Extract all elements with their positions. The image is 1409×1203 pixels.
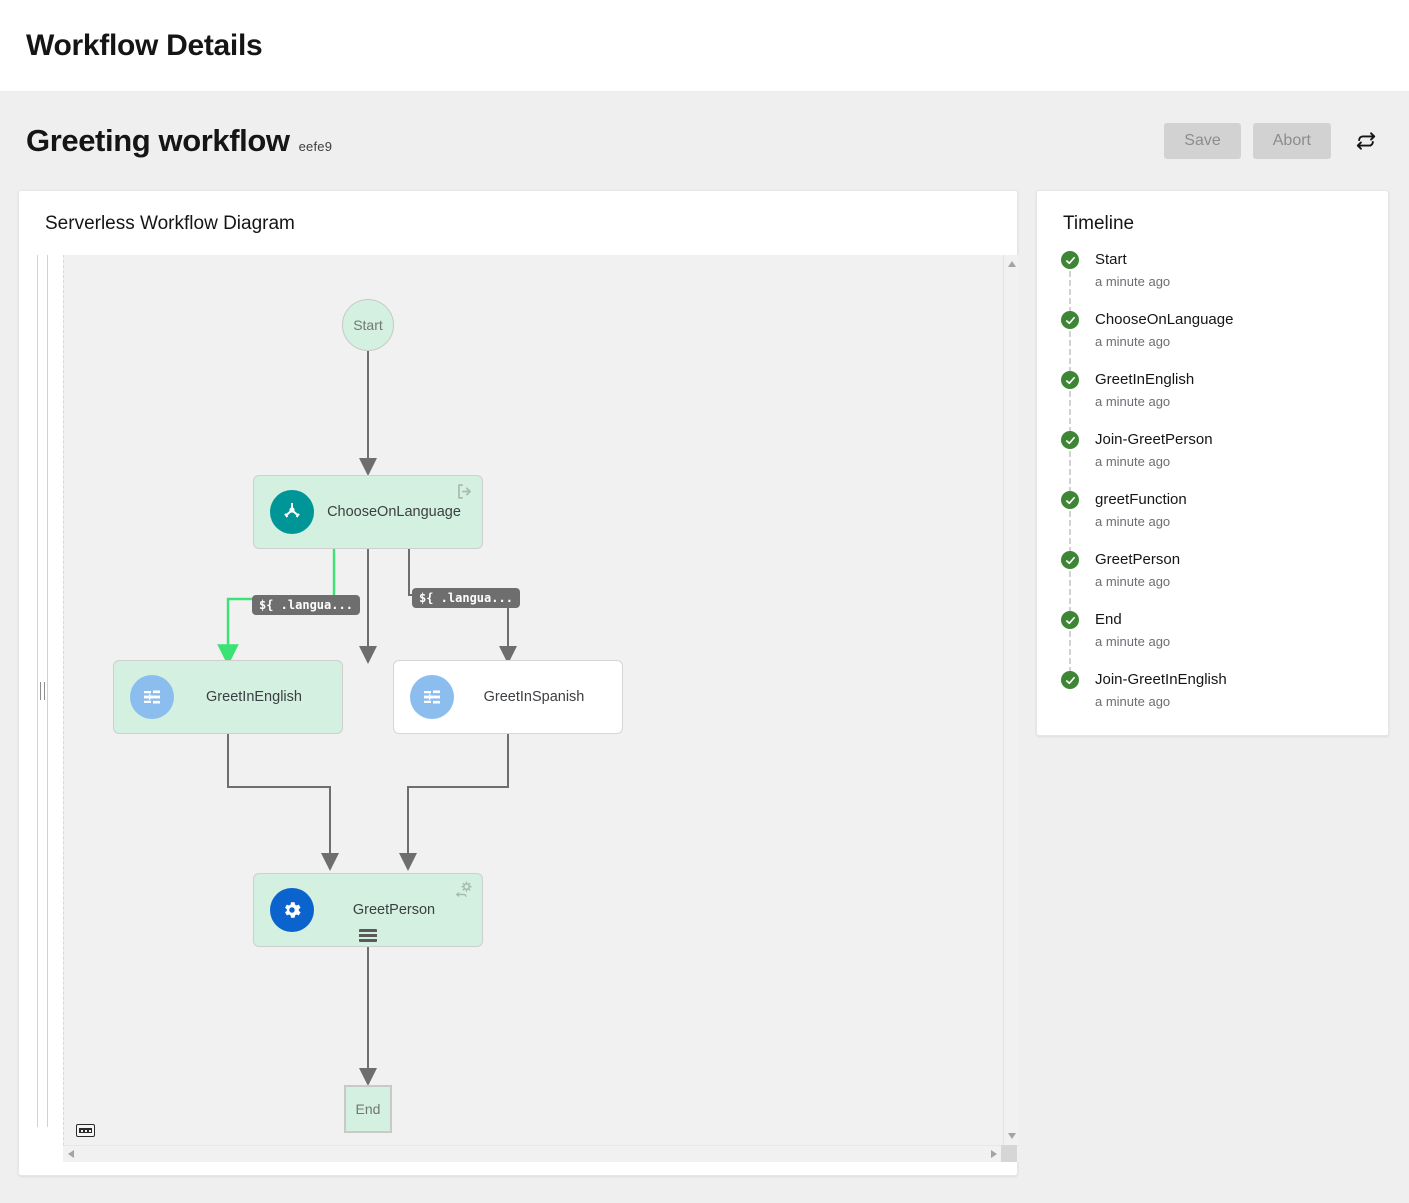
node-label: GreetInSpanish bbox=[483, 688, 585, 705]
panel-splitter-handle[interactable] bbox=[37, 255, 48, 1127]
node-greet-person[interactable]: GreetPerson bbox=[253, 873, 483, 947]
gear-icon bbox=[270, 888, 314, 932]
check-circle-icon bbox=[1061, 671, 1079, 689]
timeline-item-name: Start bbox=[1095, 251, 1127, 268]
timeline-list: Start a minute ago ChooseOnLanguage a mi… bbox=[1037, 251, 1388, 709]
list-item[interactable]: Start a minute ago bbox=[1059, 251, 1388, 313]
workflow-id: eefe9 bbox=[298, 139, 333, 154]
service-gear-icon bbox=[454, 880, 474, 905]
scroll-down-icon[interactable] bbox=[1008, 1133, 1016, 1139]
node-end[interactable]: End bbox=[344, 1085, 392, 1133]
end-node-label: End bbox=[344, 1085, 392, 1133]
timeline-item-time: a minute ago bbox=[1095, 334, 1171, 349]
inject-icon bbox=[410, 675, 454, 719]
list-item[interactable]: Join-GreetInEnglish a minute ago bbox=[1059, 671, 1388, 709]
diagram-panel: Serverless Workflow Diagram bbox=[18, 190, 1019, 1176]
scroll-up-icon[interactable] bbox=[1008, 261, 1016, 267]
check-circle-icon bbox=[1061, 491, 1079, 509]
list-item[interactable]: Join-GreetPerson a minute ago bbox=[1059, 431, 1388, 493]
workflow-header: Greeting workflow eefe9 Save Abort bbox=[0, 92, 1409, 190]
app-header: Workflow Details bbox=[0, 0, 1409, 92]
node-greet-in-english[interactable]: GreetInEnglish bbox=[113, 660, 343, 734]
timeline-item-name: ChooseOnLanguage bbox=[1095, 311, 1234, 328]
canvas-horizontal-scrollbar[interactable] bbox=[63, 1145, 1019, 1162]
list-item[interactable]: GreetPerson a minute ago bbox=[1059, 551, 1388, 613]
list-item[interactable]: greetFunction a minute ago bbox=[1059, 491, 1388, 553]
workflow-actions: Save Abort bbox=[1164, 123, 1383, 159]
node-start[interactable]: Start bbox=[342, 299, 394, 351]
node-greet-in-spanish[interactable]: GreetInSpanish bbox=[393, 660, 623, 734]
stack-icon[interactable] bbox=[359, 929, 377, 942]
scroll-right-icon[interactable] bbox=[991, 1150, 997, 1158]
timeline-item-time: a minute ago bbox=[1095, 694, 1171, 709]
workflow-name: Greeting workflow bbox=[26, 123, 290, 158]
edge-label-spanish: ${ .langua... bbox=[412, 588, 520, 608]
check-circle-icon bbox=[1061, 551, 1079, 569]
timeline-item-name: GreetPerson bbox=[1095, 551, 1181, 568]
node-label: ChooseOnLanguage bbox=[327, 503, 461, 520]
exit-icon bbox=[455, 482, 474, 506]
timeline-item-time: a minute ago bbox=[1095, 514, 1171, 529]
edge-label-english: ${ .langua... bbox=[252, 595, 360, 615]
timeline-title: Timeline bbox=[1063, 213, 1135, 234]
start-node-label: Start bbox=[342, 299, 394, 351]
keyboard-icon[interactable] bbox=[76, 1124, 95, 1137]
page-title: Workflow Details bbox=[26, 28, 263, 62]
timeline-item-name: Join-GreetInEnglish bbox=[1095, 671, 1227, 688]
node-label: GreetPerson bbox=[352, 901, 436, 918]
timeline-item-time: a minute ago bbox=[1095, 274, 1171, 289]
refresh-icon[interactable] bbox=[1349, 126, 1383, 156]
diagram-title: Serverless Workflow Diagram bbox=[45, 213, 295, 234]
scrollbar-corner bbox=[1001, 1145, 1017, 1162]
list-item[interactable]: End a minute ago bbox=[1059, 611, 1388, 673]
node-label: GreetInEnglish bbox=[206, 688, 302, 705]
check-circle-icon bbox=[1061, 611, 1079, 629]
timeline-item-name: GreetInEnglish bbox=[1095, 371, 1195, 388]
timeline-item-time: a minute ago bbox=[1095, 634, 1171, 649]
abort-button[interactable]: Abort bbox=[1252, 123, 1331, 159]
save-button[interactable]: Save bbox=[1164, 123, 1241, 159]
check-circle-icon bbox=[1061, 431, 1079, 449]
canvas-vertical-scrollbar[interactable] bbox=[1003, 255, 1019, 1145]
check-circle-icon bbox=[1061, 251, 1079, 269]
workflow-canvas[interactable]: Start Ch bbox=[63, 255, 1019, 1145]
timeline-item-name: greetFunction bbox=[1095, 491, 1187, 508]
timeline-item-time: a minute ago bbox=[1095, 574, 1171, 589]
timeline-panel: Timeline Start a minute ago ChooseOnLang… bbox=[1036, 190, 1389, 736]
timeline-item-time: a minute ago bbox=[1095, 394, 1171, 409]
check-circle-icon bbox=[1061, 371, 1079, 389]
node-choose-on-language[interactable]: ChooseOnLanguage bbox=[253, 475, 483, 549]
scroll-left-icon[interactable] bbox=[68, 1150, 74, 1158]
list-item[interactable]: GreetInEnglish a minute ago bbox=[1059, 371, 1388, 433]
check-circle-icon bbox=[1061, 311, 1079, 329]
branch-icon bbox=[270, 490, 314, 534]
timeline-item-name: End bbox=[1095, 611, 1122, 628]
list-item[interactable]: ChooseOnLanguage a minute ago bbox=[1059, 311, 1388, 373]
inject-icon bbox=[130, 675, 174, 719]
timeline-item-name: Join-GreetPerson bbox=[1095, 431, 1213, 448]
timeline-item-time: a minute ago bbox=[1095, 454, 1171, 469]
